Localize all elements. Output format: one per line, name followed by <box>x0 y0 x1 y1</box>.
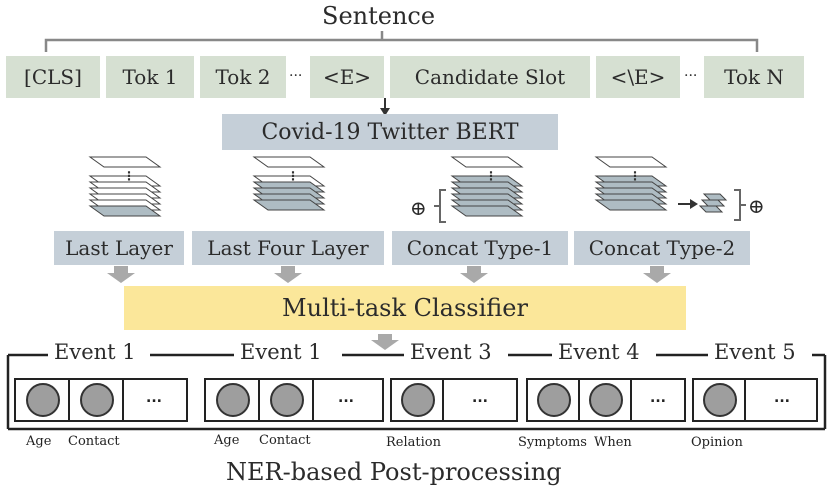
slot-label-contact: Contact <box>259 433 311 448</box>
concat-type1-plus-icon: ⊕ <box>410 196 427 220</box>
slot-label-age: Age <box>26 434 52 449</box>
event-3-title: Event 3 <box>410 340 492 364</box>
option-concat-type2: Concat Type-2 <box>574 231 750 265</box>
arrows-to-classifier <box>107 266 671 350</box>
event-1-slot-row: ... <box>14 378 188 422</box>
slot-circle <box>216 383 250 417</box>
concat-type1-stack-icon: ⋮ <box>434 156 524 223</box>
slot-cell <box>392 380 444 420</box>
slot-circle <box>401 383 435 417</box>
token-candidate-slot: Candidate Slot <box>390 56 590 98</box>
slot-circle <box>80 383 114 417</box>
slot-cell <box>16 380 70 420</box>
slot-circle <box>270 383 304 417</box>
svg-text:⋮: ⋮ <box>287 169 299 183</box>
slot-circle <box>589 383 623 417</box>
footer-title: NER-based Post-processing <box>226 458 562 486</box>
token-entity-end: <\E> <box>596 56 680 98</box>
event-4-slot-row: ... <box>526 378 686 422</box>
token-ellipsis-1: ... <box>289 64 303 80</box>
sentence-bracket <box>44 38 759 52</box>
bert-encoder-box: Covid-19 Twitter BERT <box>222 114 558 150</box>
token-cls: [CLS] <box>6 56 100 98</box>
slot-label-age: Age <box>214 433 240 448</box>
event-frame <box>6 353 827 431</box>
svg-text:⋮: ⋮ <box>485 169 497 183</box>
slot-label-contact: Contact <box>68 434 120 449</box>
slot-circle <box>537 383 571 417</box>
last-layer-stack-icon: ⋮ <box>88 156 162 217</box>
slot-cell <box>260 380 314 420</box>
slot-cell <box>70 380 124 420</box>
option-last-four-layer: Last Four Layer <box>192 231 384 265</box>
slot-more: ... <box>650 390 666 406</box>
multi-task-classifier-box: Multi-task Classifier <box>124 286 686 330</box>
event-2-slot-row: ... <box>204 378 384 422</box>
option-last-layer: Last Layer <box>54 231 184 265</box>
event-4-title: Event 4 <box>558 340 640 364</box>
event-2-title: Event 1 <box>240 340 322 364</box>
token-ellipsis-2: ... <box>684 64 698 80</box>
token-1: Tok 1 <box>106 56 194 98</box>
slot-label-symptoms: Symptoms <box>518 435 587 450</box>
slot-label-relation: Relation <box>386 435 441 450</box>
svg-text:⋮: ⋮ <box>123 169 135 183</box>
slot-label-when: When <box>594 435 632 450</box>
slot-more: ... <box>774 390 790 406</box>
token-2: Tok 2 <box>200 56 286 98</box>
slot-more: ... <box>338 390 354 406</box>
event-5-slot-row: ... <box>692 378 818 422</box>
slot-circle <box>26 383 60 417</box>
concat-type2-stack-icon: ⋮ <box>594 156 746 221</box>
svg-text:⋮: ⋮ <box>629 169 641 183</box>
concat-type2-plus-icon: ⊕ <box>748 194 765 218</box>
event-5-title: Event 5 <box>714 340 796 364</box>
slot-cell <box>694 380 746 420</box>
sentence-title: Sentence <box>322 2 436 30</box>
token-entity-start: <E> <box>310 56 384 98</box>
last-four-layer-stack-icon: ⋮ <box>252 156 326 211</box>
slot-label-opinion: Opinion <box>691 435 743 450</box>
slot-circle <box>703 383 737 417</box>
slot-cell <box>580 380 632 420</box>
event-3-slot-row: ... <box>390 378 518 422</box>
slot-cell <box>528 380 580 420</box>
slot-cell <box>206 380 260 420</box>
slot-more: ... <box>146 390 162 406</box>
option-concat-type1: Concat Type-1 <box>392 231 568 265</box>
token-n: Tok N <box>704 56 804 98</box>
slot-more: ... <box>472 390 488 406</box>
event-1-title: Event 1 <box>54 340 136 364</box>
